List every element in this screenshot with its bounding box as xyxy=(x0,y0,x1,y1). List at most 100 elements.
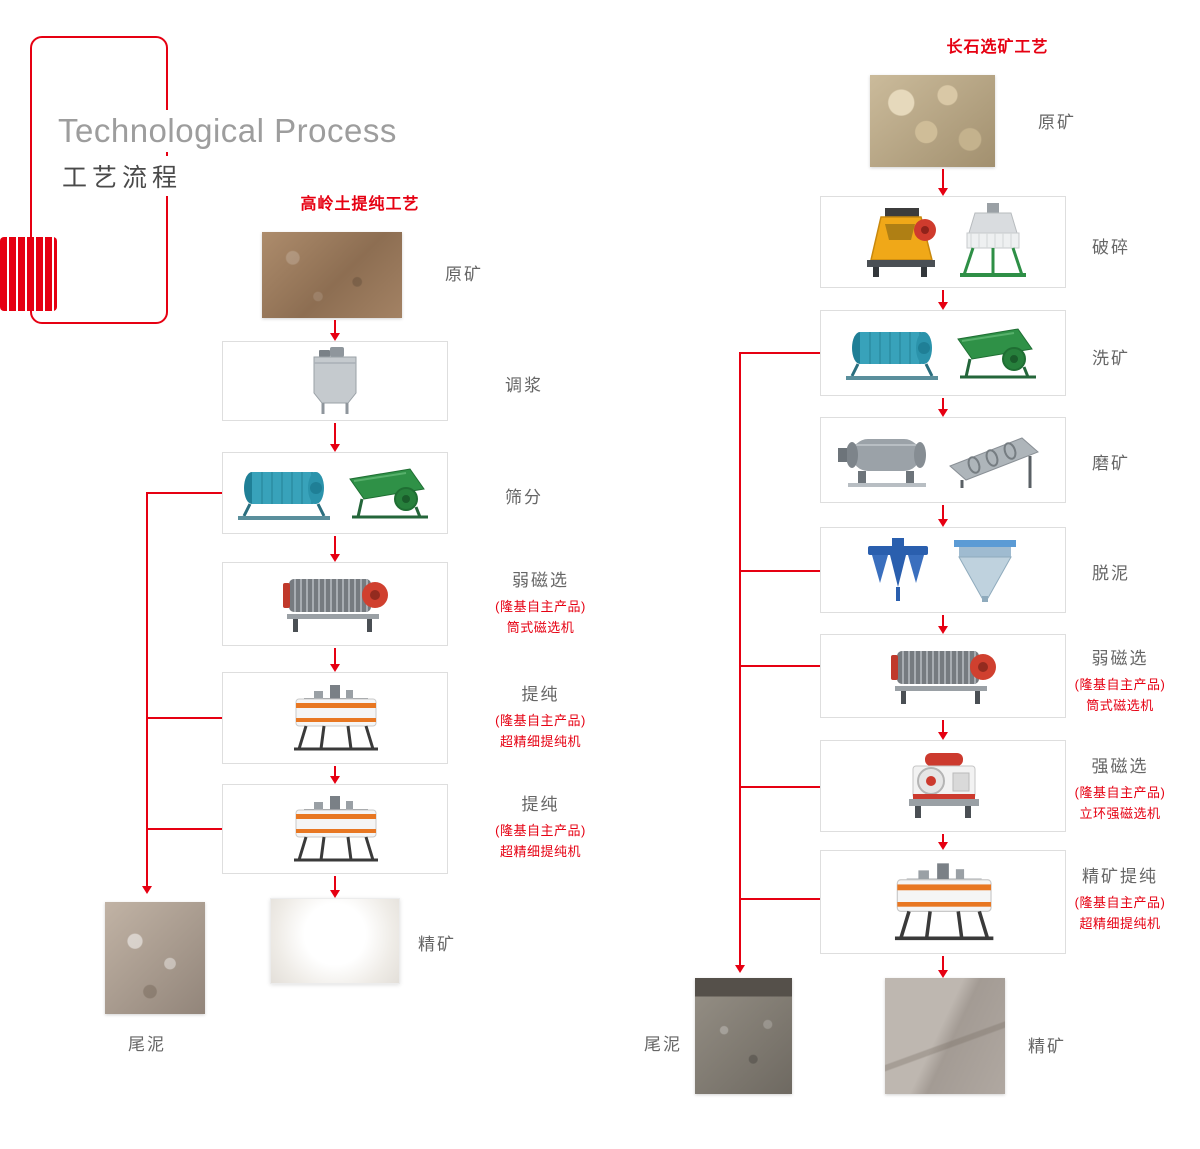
feldspar-step-labels-weak-magnetic: 弱磁选 (隆基自主产品) 筒式磁选机 xyxy=(1040,644,1200,717)
kaolin-raw-ore-label: 原矿 xyxy=(445,265,483,284)
kaolin-step-box-purification-1 xyxy=(222,672,448,764)
feldspar-raw-ore-label: 原矿 xyxy=(1038,113,1076,132)
branch-connector xyxy=(147,717,222,719)
flow-arrow xyxy=(938,398,948,417)
cone-crusher-image xyxy=(960,203,1026,277)
kaolin-step-labels-weak-magnetic: 弱磁选 (隆基自主产品) 筒式磁选机 xyxy=(458,566,623,639)
page-title-en: Technological Process xyxy=(56,110,407,152)
kaolin-concentrate-photo xyxy=(270,898,400,984)
feldspar-step-box-crushing xyxy=(820,196,1066,288)
feldspar-raw-ore-photo xyxy=(870,75,995,167)
step-note-product: (隆基自主产品) xyxy=(495,823,586,838)
branch-connector xyxy=(740,898,820,900)
flow-arrow xyxy=(330,876,340,898)
step-note-product: (隆基自主产品) xyxy=(495,599,586,614)
flow-arrow xyxy=(938,169,948,196)
step-note-machine: 超精细提纯机 xyxy=(1079,916,1161,932)
drum-magnetic-separator-image xyxy=(891,651,996,704)
kaolin-step-box-purification-2 xyxy=(222,784,448,874)
feldspar-step-box-washing xyxy=(820,310,1066,396)
vertical-ring-magnetic-separator-image xyxy=(909,753,979,818)
kaolin-step-labels-purification-2: 提纯 (隆基自主产品) 超精细提纯机 xyxy=(458,790,623,863)
flow-arrow xyxy=(938,834,948,850)
tailings-branch-arrow xyxy=(735,352,745,973)
kaolin-concentrate-label: 精矿 xyxy=(418,935,456,954)
feldspar-step-box-weak-magnetic xyxy=(820,634,1066,718)
branch-connector xyxy=(147,828,222,830)
step-note-machine: 立环强磁选机 xyxy=(1079,806,1161,822)
flow-arrow xyxy=(938,290,948,310)
step-label: 弱磁选 xyxy=(512,571,569,590)
feldspar-step-box-strong-magnetic xyxy=(820,740,1066,832)
branch-connector xyxy=(740,665,820,667)
trommel-screen-image xyxy=(238,472,330,520)
step-label: 精矿提纯 xyxy=(1082,867,1158,886)
branch-connector xyxy=(147,492,222,494)
feldspar-step-label-washing: 洗矿 xyxy=(1092,349,1130,368)
feldspar-step-labels-strong-magnetic: 强磁选 (隆基自主产品) 立环强磁选机 xyxy=(1040,752,1200,825)
flow-arrow xyxy=(330,536,340,562)
kaolin-step-label-mixing: 调浆 xyxy=(505,376,543,395)
ultrafine-purifier-image xyxy=(294,796,378,862)
step-note-product: (隆基自主产品) xyxy=(495,713,586,728)
drum-magnetic-separator-image xyxy=(283,579,388,632)
feldspar-step-label-crushing: 破碎 xyxy=(1092,238,1130,257)
cone-thickener-image xyxy=(954,540,1016,602)
feldspar-tailings-label: 尾泥 xyxy=(644,1035,682,1054)
ultrafine-purifier-image xyxy=(294,685,378,751)
flow-arrow xyxy=(938,956,948,978)
flow-arrow xyxy=(330,423,340,452)
feldspar-step-label-desliming: 脱泥 xyxy=(1092,564,1130,583)
kaolin-raw-ore-photo xyxy=(262,232,402,318)
feldspar-step-box-desliming xyxy=(820,527,1066,613)
kaolin-step-box-weak-magnetic xyxy=(222,562,448,646)
kaolin-tailings-label: 尾泥 xyxy=(128,1035,166,1054)
step-label: 提纯 xyxy=(521,795,560,814)
step-note-product: (隆基自主产品) xyxy=(1074,677,1166,692)
feldspar-step-box-concentrate-purification xyxy=(820,850,1066,954)
step-label: 弱磁选 xyxy=(1091,649,1149,668)
step-note-machine: 筒式磁选机 xyxy=(1086,698,1154,714)
branch-connector xyxy=(740,570,820,572)
hydrocyclone-cluster-image xyxy=(868,538,928,601)
trommel-washer-image xyxy=(846,332,938,380)
flow-arrow xyxy=(938,615,948,634)
kaolin-step-box-mixing xyxy=(222,341,448,421)
feldspar-concentrate-photo xyxy=(885,978,1005,1094)
logo-red-cylinder-icon xyxy=(0,237,57,311)
step-note-machine: 筒式磁选机 xyxy=(506,620,575,636)
kaolin-step-labels-purification-1: 提纯 (隆基自主产品) 超精细提纯机 xyxy=(458,680,623,753)
kaolin-flow-title: 高岭土提纯工艺 xyxy=(300,196,420,213)
feldspar-concentrate-label: 精矿 xyxy=(1028,1037,1066,1056)
step-note-machine: 超精细提纯机 xyxy=(499,734,581,750)
feldspar-step-label-grinding: 磨矿 xyxy=(1092,454,1130,473)
step-label: 提纯 xyxy=(521,685,560,704)
feldspar-step-box-grinding xyxy=(820,417,1066,503)
kaolin-step-label-screening: 筛分 xyxy=(505,488,543,507)
flow-arrow xyxy=(938,720,948,740)
ball-mill-image xyxy=(838,439,926,487)
feldspar-flow-title: 长石选矿工艺 xyxy=(946,39,1049,56)
branch-connector xyxy=(740,352,820,354)
ultrafine-purifier-image xyxy=(894,863,994,941)
flow-arrow xyxy=(938,505,948,527)
vibrating-feeder-image xyxy=(349,468,428,519)
step-note-machine: 超精细提纯机 xyxy=(499,844,581,860)
step-note-product: (隆基自主产品) xyxy=(1074,785,1166,800)
branch-connector xyxy=(740,786,820,788)
feldspar-tailings-photo xyxy=(695,978,792,1094)
jaw-crusher-image xyxy=(867,208,936,277)
kaolin-tailings-photo xyxy=(105,902,205,1014)
vibrating-feeder-image xyxy=(957,328,1036,379)
step-label: 强磁选 xyxy=(1091,757,1149,776)
flow-arrow xyxy=(330,766,340,784)
flow-arrow xyxy=(330,320,340,341)
tailings-branch-arrow xyxy=(142,492,152,894)
spiral-classifier-image xyxy=(949,437,1039,488)
flow-arrow xyxy=(330,648,340,672)
page-title-zh: 工艺流程 xyxy=(60,156,191,196)
kaolin-step-box-screening xyxy=(222,452,448,534)
mixing-tank-image xyxy=(313,347,357,414)
feldspar-step-labels-concentrate-purification: 精矿提纯 (隆基自主产品) 超精细提纯机 xyxy=(1040,862,1200,935)
